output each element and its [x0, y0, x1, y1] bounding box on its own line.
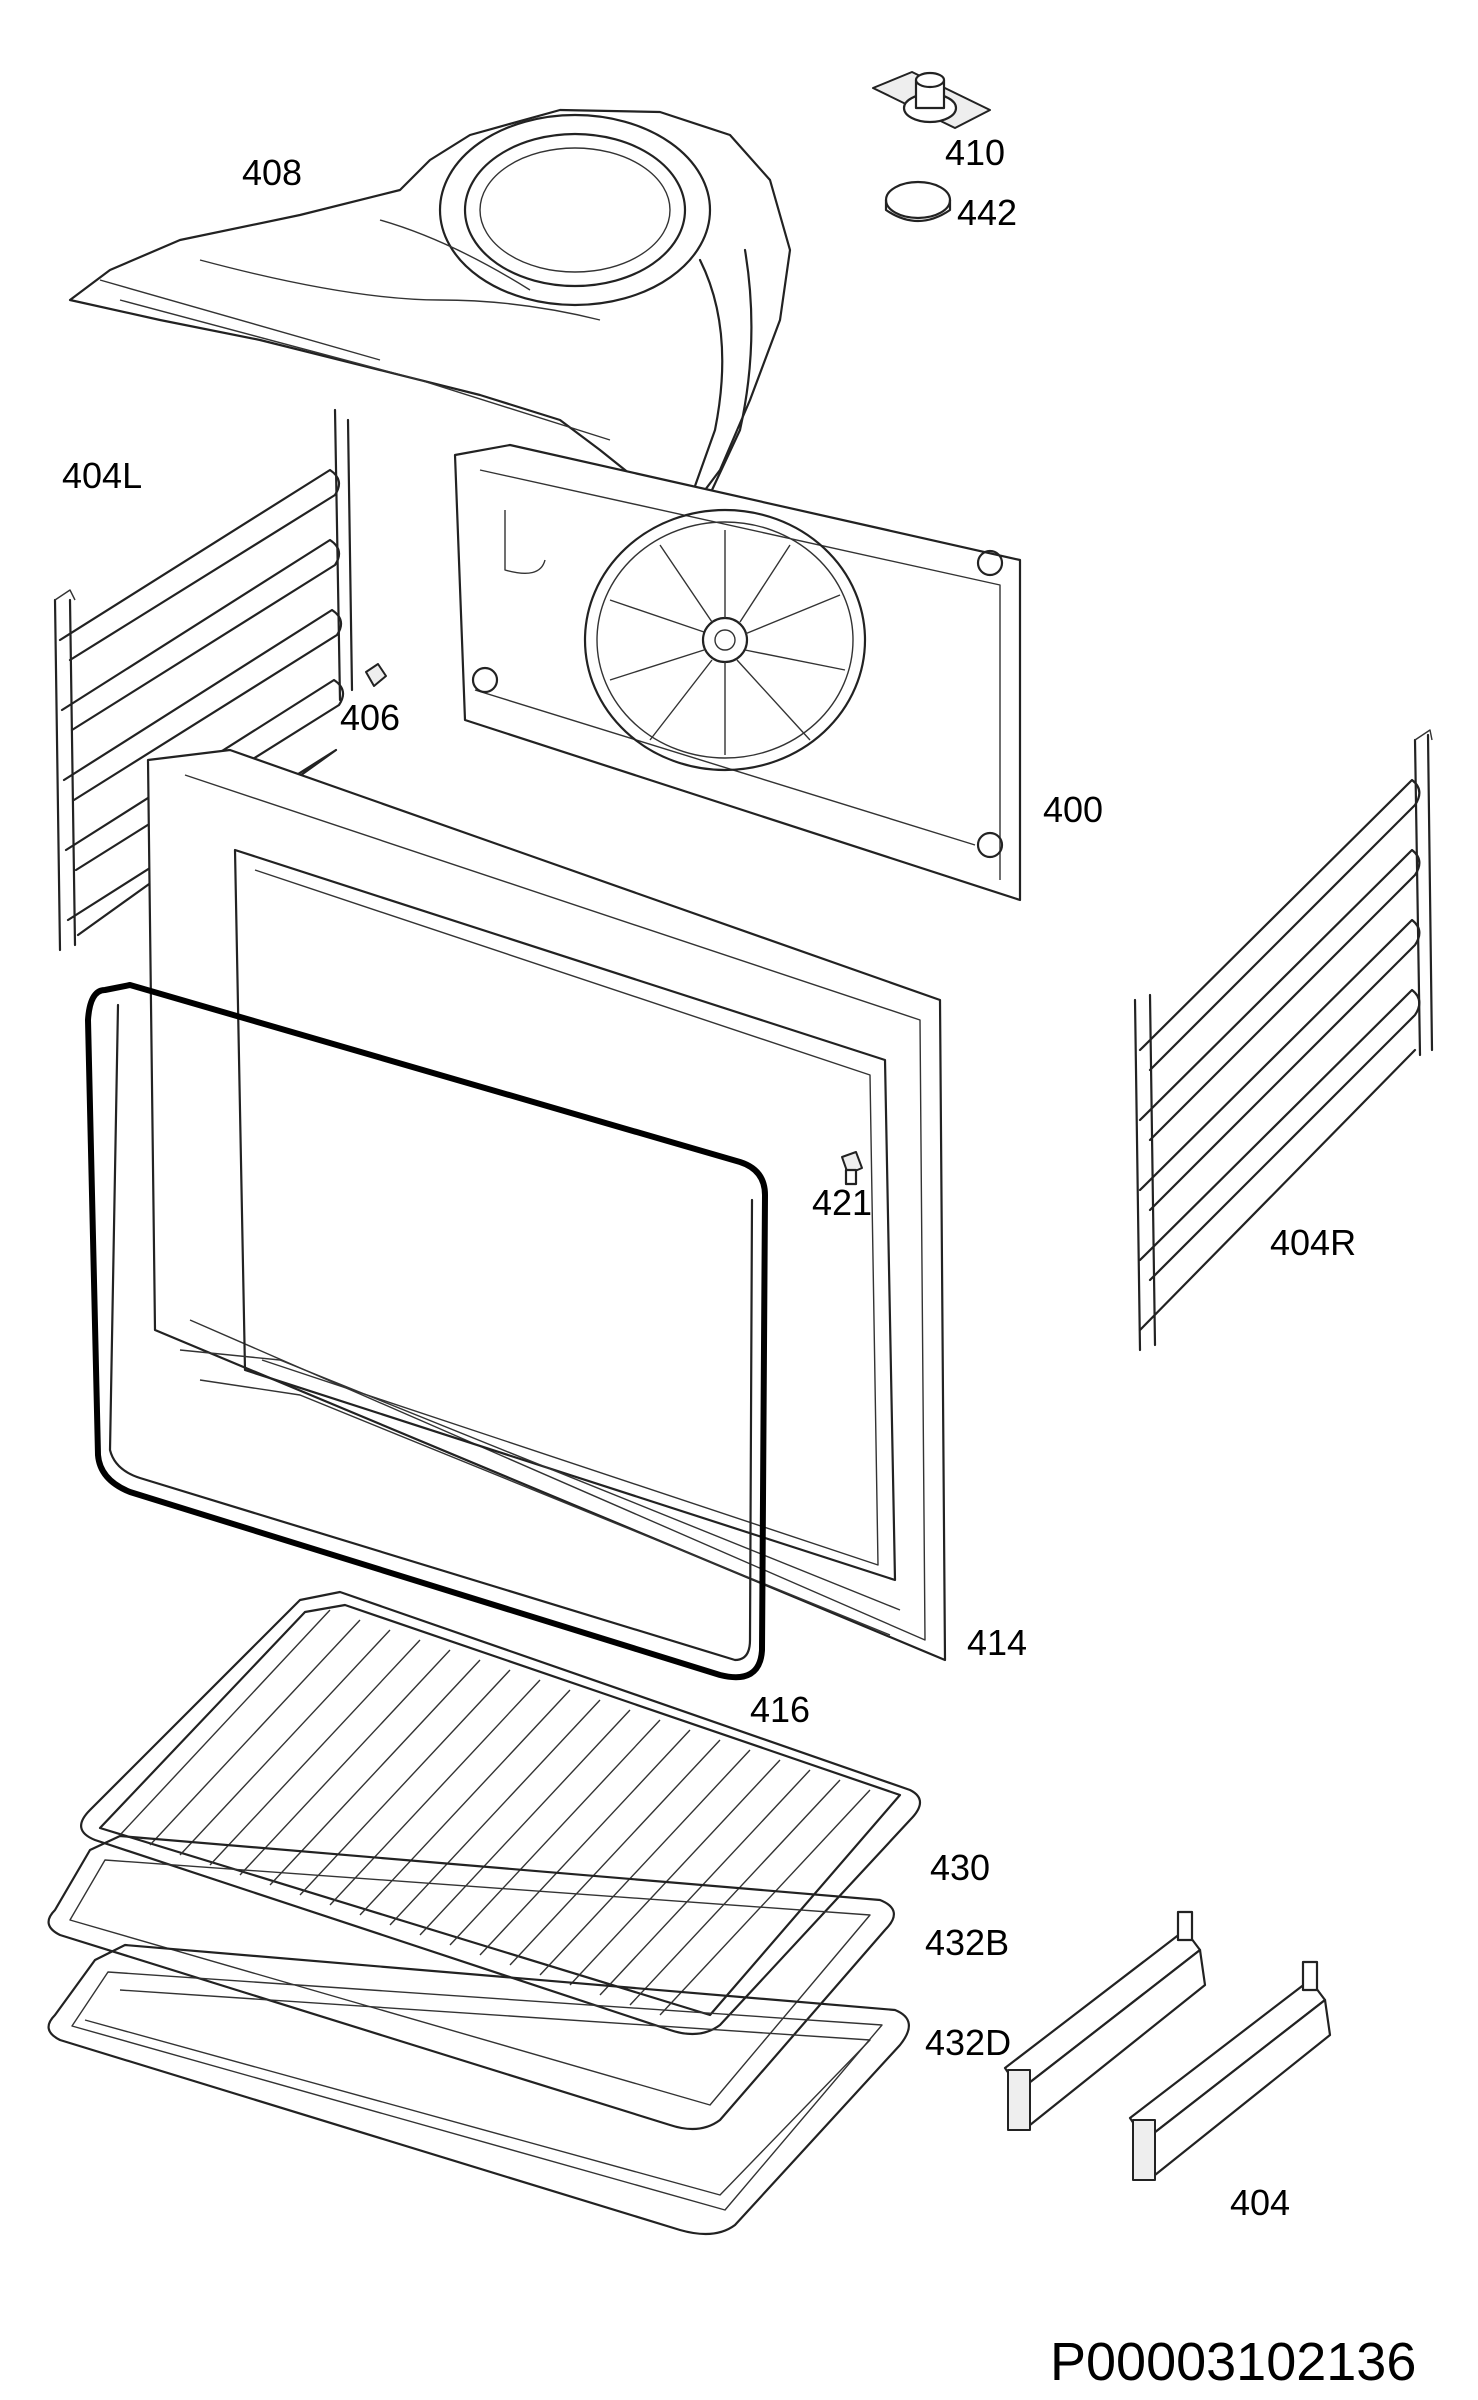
part-432D-deep-tray [47, 1943, 910, 2236]
part-421-screw [841, 1151, 863, 1186]
drawing-code: P00003102136 [1050, 2332, 1416, 2392]
label-432D: 432D [925, 2022, 1011, 2063]
label-404L: 404L [62, 455, 142, 496]
part-404R-right-shelf-support [1133, 729, 1434, 1352]
part-408-top-cover [68, 108, 792, 512]
label-408: 408 [242, 152, 302, 193]
label-404: 404 [1230, 2182, 1290, 2223]
label-432B: 432B [925, 1922, 1009, 1963]
part-416-door-seal [85, 982, 768, 1681]
label-406: 406 [340, 697, 400, 738]
label-421: 421 [812, 1182, 872, 1223]
label-416: 416 [750, 1689, 810, 1730]
label-404R: 404R [1270, 1222, 1356, 1263]
part-432B-baking-tray [47, 1834, 895, 2131]
label-400: 400 [1043, 789, 1103, 830]
part-442-cap [884, 180, 952, 222]
part-414-front-frame [146, 748, 947, 1662]
part-404-telescopic-runners [1003, 1910, 1332, 2181]
label-414: 414 [967, 1622, 1027, 1663]
label-410: 410 [945, 132, 1005, 173]
part-410-motor-flange [872, 71, 991, 129]
part-430-wire-grill [80, 1590, 922, 2036]
part-400-back-panel [453, 443, 1022, 902]
part-406-clip [365, 663, 387, 687]
label-430: 430 [930, 1847, 990, 1888]
label-442: 442 [957, 192, 1017, 233]
